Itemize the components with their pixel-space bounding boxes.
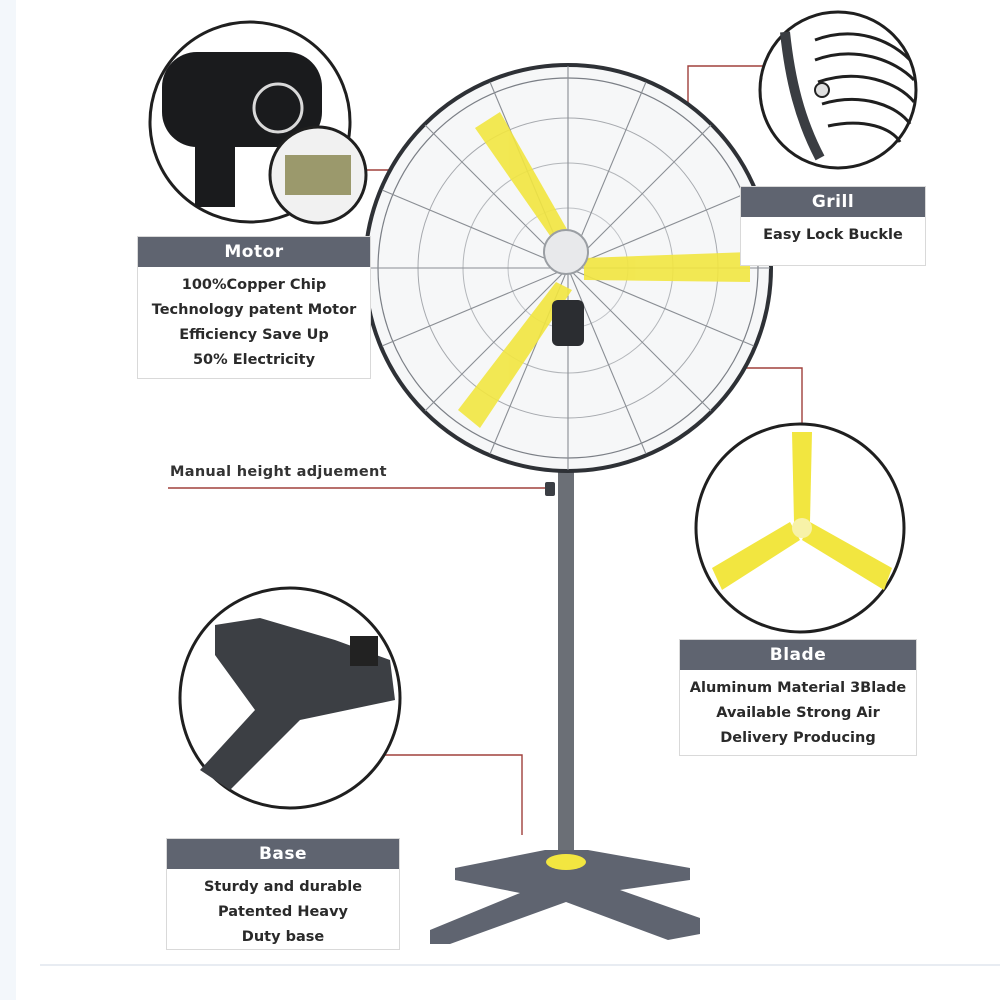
base-description: Sturdy and durable Patented Heavy Duty b… (167, 869, 399, 956)
base-title: Base (167, 839, 399, 869)
motor-line: 50% Electricity (192, 352, 316, 368)
grill-title: Grill (741, 187, 925, 217)
motor-title: Motor (138, 237, 370, 267)
base-callout: Base Sturdy and durable Patented Heavy D… (166, 838, 400, 950)
base-inset (178, 586, 402, 810)
blade-line: Available Strong Air (716, 705, 880, 721)
grill-inset (758, 10, 918, 170)
fan-hub (543, 229, 589, 275)
height-adjustment-label: Manual height adjuement (170, 464, 387, 480)
stand-base (430, 850, 700, 944)
motor-line: 100%Copper Chip (181, 277, 327, 293)
motor-description: 100%Copper Chip Technology patent Motor … (138, 267, 370, 379)
grill-callout: Grill Easy Lock Buckle (740, 186, 926, 266)
base-collar (546, 854, 586, 870)
stand-pole (558, 470, 574, 862)
motor-inset (148, 20, 368, 225)
fan-blades (458, 112, 750, 428)
motor-callout: Motor 100%Copper Chip Technology patent … (137, 236, 371, 379)
blade-inset (694, 422, 906, 634)
motor-line: Technology patent Motor (151, 302, 357, 318)
blade-description: Aluminum Material 3Blade Available Stron… (680, 670, 916, 757)
motor-housing (552, 300, 584, 346)
base-line: Patented Heavy (218, 904, 348, 920)
height-knob (545, 482, 555, 496)
blade-line: Aluminum Material 3Blade (689, 680, 907, 696)
fan-head (363, 63, 773, 473)
blade-callout: Blade Aluminum Material 3Blade Available… (679, 639, 917, 756)
base-line: Duty base (241, 929, 325, 945)
blade-title: Blade (680, 640, 916, 670)
base-line: Sturdy and durable (203, 879, 363, 895)
motor-line: Efficiency Save Up (179, 327, 329, 343)
blade-line: Delivery Producing (720, 730, 876, 746)
grill-description: Easy Lock Buckle (741, 217, 925, 254)
grill-line: Easy Lock Buckle (763, 227, 903, 243)
